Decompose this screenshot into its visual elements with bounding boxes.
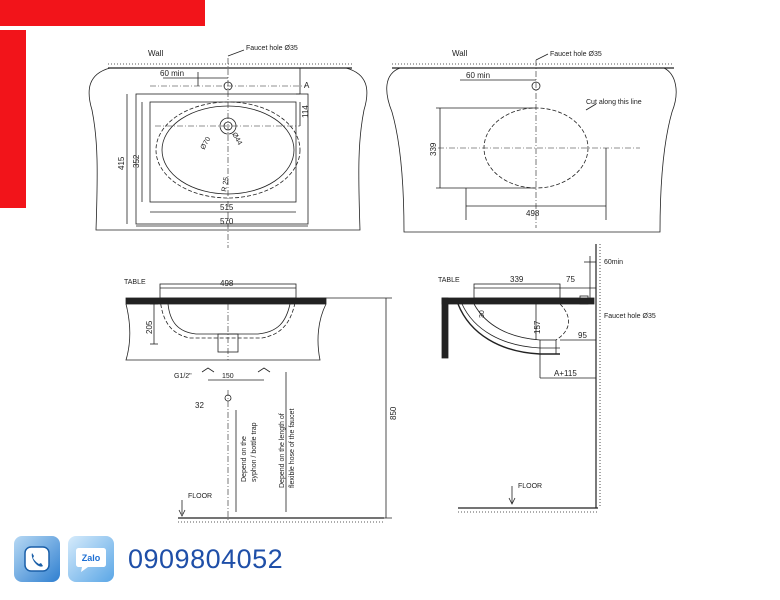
- bl-siphon-note-1: Depend on the: [241, 436, 248, 482]
- tr-498-label: 498: [526, 209, 540, 218]
- zalo-label: Zalo: [82, 553, 101, 563]
- tl-352-label: 352: [132, 154, 141, 168]
- br-157-label: 157: [533, 320, 542, 334]
- tl-570-label: 570: [220, 217, 234, 226]
- bl-faucet-note-1: Depend on the length of: [279, 413, 286, 488]
- tr-wall-label: Wall: [452, 49, 467, 58]
- tr-cut-line-label: Cut along this line: [586, 99, 642, 106]
- bl-table-label: TABLE: [124, 279, 146, 286]
- tl-114-label: 114: [301, 105, 310, 118]
- tr-339-label: 339: [429, 142, 438, 156]
- bl-150-label: 150: [222, 373, 234, 380]
- red-accent-bar-top: [0, 0, 205, 26]
- br-floor-label: FLOOR: [518, 483, 542, 490]
- contact-bar: Zalo 0909804052: [14, 534, 283, 584]
- bl-498-label: 498: [220, 279, 234, 288]
- br-60min-label: 60min: [604, 259, 623, 266]
- bottom-left-view: [125, 283, 392, 523]
- tl-wall-label: Wall: [148, 49, 163, 58]
- bl-32-label: 32: [195, 401, 204, 410]
- tl-faucet-hole-label: Faucet hole Ø35: [246, 45, 298, 52]
- red-accent-bar-left: [0, 30, 26, 208]
- bl-g12-label: G1/2": [174, 373, 192, 380]
- bl-faucet-note-2: flexible hose of the faucet: [289, 409, 296, 488]
- bl-floor-label: FLOOR: [188, 493, 212, 500]
- tr-faucet-hole-label: Faucet hole Ø35: [550, 51, 602, 58]
- tl-phi70-label: Ø70: [200, 136, 213, 151]
- br-table-label: TABLE: [438, 277, 460, 284]
- br-75-label: 75: [566, 275, 575, 284]
- tl-60min-label: 60 min: [160, 69, 184, 78]
- tl-phi44-label: Ø44: [230, 132, 243, 147]
- br-339-label: 339: [510, 275, 524, 284]
- br-faucet-hole-label: Faucet hole Ø35: [604, 313, 656, 320]
- bl-850-label: 850: [389, 406, 398, 420]
- br-30-label: 30: [479, 310, 486, 318]
- bottom-right-view: [441, 244, 601, 513]
- phone-number[interactable]: 0909804052: [128, 543, 284, 574]
- tl-415-label: 415: [117, 156, 126, 170]
- bl-205-label: 205: [145, 320, 154, 334]
- br-a115-label: A+115: [554, 369, 577, 378]
- tl-r25-label: R 25: [221, 176, 230, 192]
- br-95-label: 95: [578, 331, 587, 340]
- top-left-view: [88, 49, 368, 248]
- top-right-view: [386, 53, 677, 233]
- phone-icon[interactable]: [14, 536, 60, 582]
- zalo-icon[interactable]: Zalo: [68, 536, 114, 582]
- bl-siphon-note-2: syphon / bottle trap: [251, 422, 258, 482]
- tl-515-label: 515: [220, 203, 234, 212]
- tl-a-label: A: [304, 81, 310, 90]
- tr-60min-label: 60 min: [466, 71, 490, 80]
